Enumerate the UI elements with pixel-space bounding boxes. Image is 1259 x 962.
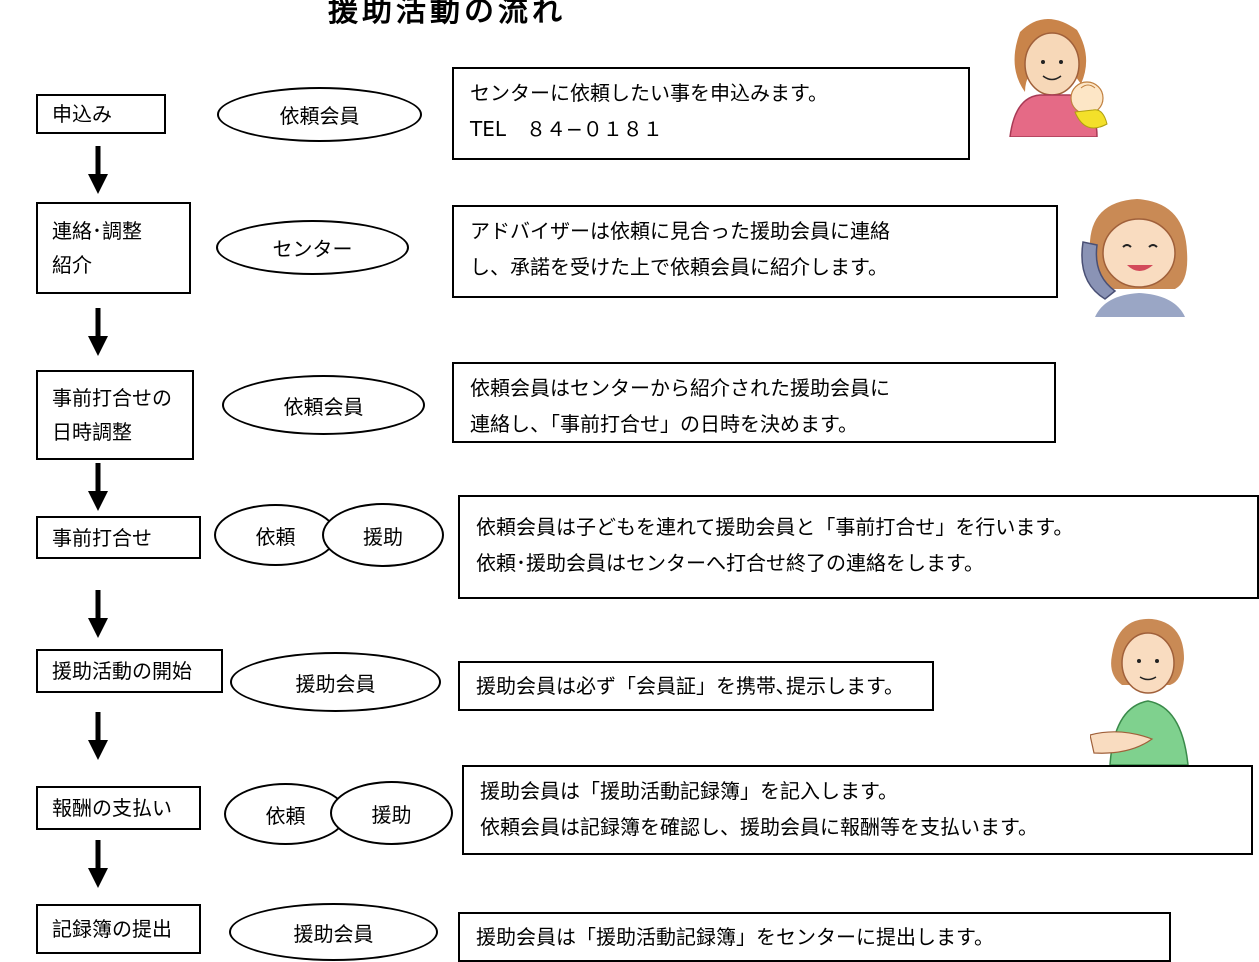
step-box-meeting: 事前打合せ bbox=[36, 516, 201, 559]
actor-oval-center: センター bbox=[216, 220, 409, 275]
desc-line: センターに依頼したい事を申込みます。 bbox=[470, 81, 828, 105]
step-label: 申込み bbox=[52, 102, 112, 126]
actor-oval-helper: 援助 bbox=[330, 781, 453, 845]
step-description: 依頼会員はセンターから紹介された援助会員に 連絡し、「事前打合せ」の日時を決めま… bbox=[452, 362, 1056, 443]
desc-line: 依頼会員は記録簿を確認し、援助会員に報酬等を支払います。 bbox=[480, 815, 1038, 839]
step-box-payment: 報酬の支払い bbox=[36, 786, 201, 830]
helper-woman-illustration bbox=[1090, 618, 1189, 765]
down-arrow-icon bbox=[88, 308, 108, 356]
step-description: アドバイザーは依頼に見合った援助会員に連絡 し、承諾を受けた上で依頼会員に紹介し… bbox=[452, 205, 1058, 298]
actor-oval-helper: 援助会員 bbox=[230, 652, 441, 712]
step-label: 記録簿の提出 bbox=[52, 917, 172, 941]
actor-label: 援助 bbox=[371, 802, 412, 827]
desc-line: 援助会員は「援助活動記録簿」をセンターに提出します。 bbox=[476, 925, 994, 949]
actor-label: 援助 bbox=[363, 524, 403, 549]
step-label: 日時調整 bbox=[52, 420, 132, 444]
mother-with-baby-illustration bbox=[1009, 18, 1108, 137]
woman-on-phone-illustration bbox=[1081, 199, 1188, 317]
step-label: 報酬の支払い bbox=[52, 796, 172, 820]
step-box-start: 援助活動の開始 bbox=[36, 649, 223, 693]
step-description: 援助会員は必ず「会員証」を携帯､提示します。 bbox=[458, 661, 934, 711]
actor-oval-helper: 援助 bbox=[322, 503, 444, 567]
actor-label: 依頼 bbox=[265, 803, 306, 828]
actor-label: 援助会員 bbox=[293, 921, 374, 946]
down-arrow-icon bbox=[88, 146, 108, 194]
actor-label: 依頼会員 bbox=[283, 394, 364, 419]
desc-line: 依頼会員は子どもを連れて援助会員と「事前打合せ」を行います。 bbox=[476, 515, 1074, 539]
desc-line: 依頼会員はセンターから紹介された援助会員に bbox=[470, 376, 890, 400]
actor-label: 依頼会員 bbox=[279, 104, 360, 128]
step-label: 連絡･調整 bbox=[52, 219, 142, 243]
step-label: 事前打合せ bbox=[52, 525, 152, 550]
step-box-schedule: 事前打合せの日時調整 bbox=[36, 370, 194, 460]
down-arrow-icon bbox=[88, 463, 108, 511]
desc-line: 連絡し、「事前打合せ」の日時を決めます。 bbox=[470, 412, 858, 436]
actor-oval-helper: 援助会員 bbox=[229, 903, 438, 961]
down-arrow-icon bbox=[88, 590, 108, 638]
desc-line: 依頼･援助会員はセンターへ打合せ終了の連絡をします。 bbox=[476, 551, 984, 575]
actor-label: センター bbox=[272, 237, 353, 261]
step-description: 依頼会員は子どもを連れて援助会員と「事前打合せ」を行います。 依頼･援助会員はセ… bbox=[458, 495, 1259, 599]
actor-label: 援助会員 bbox=[295, 671, 376, 696]
actor-oval-requester: 依頼 bbox=[224, 783, 347, 845]
down-arrow-icon bbox=[88, 712, 108, 760]
desc-line: 援助会員は必ず「会員証」を携帯､提示します。 bbox=[476, 674, 904, 698]
step-description: 援助会員は「援助活動記録簿」をセンターに提出します。 bbox=[458, 912, 1171, 962]
step-box-submit: 記録簿の提出 bbox=[36, 904, 201, 954]
step-label: 援助活動の開始 bbox=[52, 659, 192, 683]
step-description: センターに依頼したい事を申込みます。 TEL ８４−０１８１ bbox=[452, 67, 970, 160]
actor-oval-requester: 依頼会員 bbox=[222, 375, 425, 435]
step-description: 援助会員は「援助活動記録簿」を記入します。 依頼会員は記録簿を確認し、援助会員に… bbox=[462, 765, 1253, 855]
actor-oval-requester: 依頼 bbox=[214, 504, 337, 566]
actor-oval-requester: 依頼会員 bbox=[217, 87, 422, 142]
page-title: 援助活動の流れ bbox=[328, 0, 566, 29]
actor-label: 依頼 bbox=[255, 524, 296, 549]
down-arrow-icon bbox=[88, 840, 108, 888]
step-box-apply: 申込み bbox=[36, 94, 166, 134]
desc-line: アドバイザーは依頼に見合った援助会員に連絡 bbox=[470, 219, 890, 243]
step-label: 紹介 bbox=[52, 253, 92, 277]
step-box-contact: 連絡･調整紹介 bbox=[36, 202, 191, 294]
desc-line: し、承諾を受けた上で依頼会員に紹介します。 bbox=[470, 255, 888, 279]
desc-line: TEL ８４−０１８１ bbox=[470, 117, 663, 141]
step-label: 事前打合せの bbox=[52, 386, 172, 410]
desc-line: 援助会員は「援助活動記録簿」を記入します。 bbox=[480, 779, 898, 803]
